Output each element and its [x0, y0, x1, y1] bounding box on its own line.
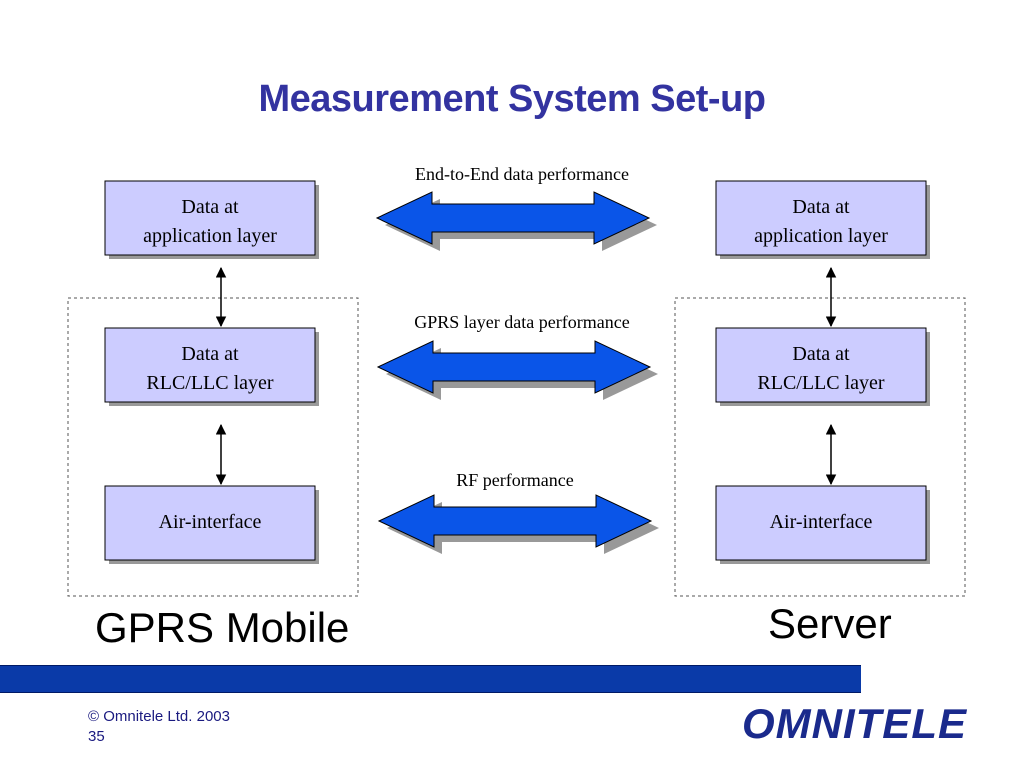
rf-arrow: [377, 494, 659, 554]
page-title: Measurement System Set-up: [258, 78, 767, 120]
omnitele-logo: OMNITELE: [742, 700, 967, 747]
server-frame: [674, 297, 966, 597]
right-app-label: Data at application layer: [716, 193, 926, 251]
left-air-label: Air-interface: [158, 511, 262, 533]
left-app-label-line2: application layer: [143, 225, 277, 247]
right-air-box: [715, 485, 927, 561]
right-rlc-label-line2: RLC/LLC layer: [757, 372, 885, 394]
gprs-mobile-frame: [67, 297, 359, 597]
end-to-end-arrow: [375, 191, 657, 251]
left-rlc-label-line2: RLC/LLC layer: [146, 372, 274, 394]
left-app-label: Data at application layer: [105, 193, 315, 251]
right-air-label: Air-interface: [769, 511, 873, 533]
right-rlc-label: Data at RLC/LLC layer: [716, 340, 926, 398]
gprs-mobile-label: GPRS Mobile: [95, 604, 350, 651]
right-app-box: [715, 180, 927, 256]
right-app-label-line2: application layer: [754, 225, 888, 247]
left-rlc-label-line1: Data at: [181, 343, 239, 365]
page-number: 35: [88, 728, 105, 745]
copyright-text: © Omnitele Ltd. 2003: [88, 708, 230, 725]
left-air-box: [104, 485, 316, 561]
left-app-box: [104, 180, 316, 256]
footer-bar: [0, 665, 861, 693]
end-to-end-label: End-to-End data performance: [415, 164, 629, 184]
left-rlc-label: Data at RLC/LLC layer: [105, 340, 315, 398]
gprs-layer-label: GPRS layer data performance: [414, 312, 630, 332]
left-app-label-line1: Data at: [181, 196, 239, 218]
server-label: Server: [768, 600, 892, 647]
right-rlc-label-line1: Data at: [792, 343, 850, 365]
right-rlc-box: [715, 327, 927, 403]
left-rlc-box: [104, 327, 316, 403]
rf-label: RF performance: [456, 470, 574, 490]
right-app-label-line1: Data at: [792, 196, 850, 218]
gprs-layer-arrow: [376, 340, 658, 400]
